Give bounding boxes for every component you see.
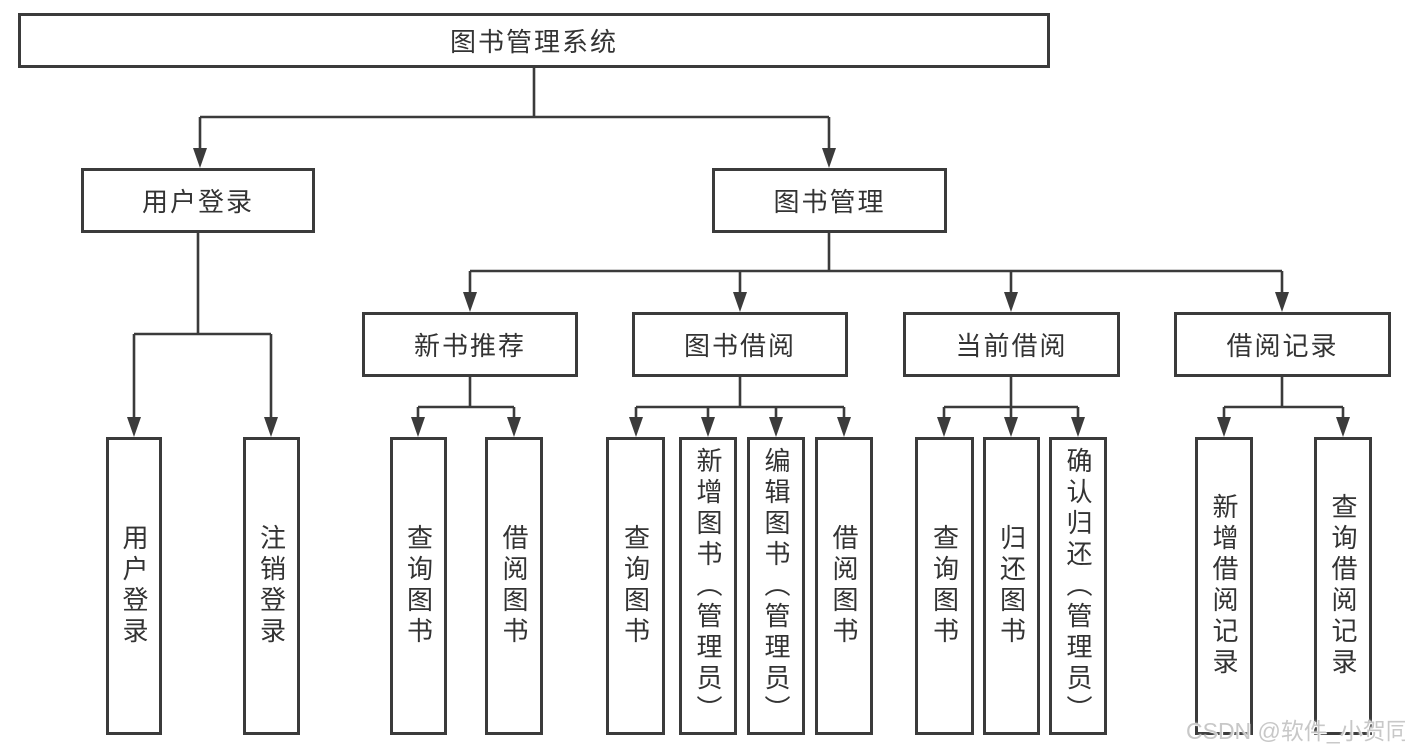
- node-root: 图书管理系统: [18, 13, 1050, 68]
- leaf-edit-books-admin-label: 编辑图书（管理员）: [761, 446, 791, 726]
- node-current-borrowing: 当前借阅: [903, 312, 1120, 377]
- leaf-query-books-1: 查询图书: [390, 437, 447, 735]
- node-root-label: 图书管理系统: [449, 27, 618, 57]
- leaf-add-books-admin: 新增图书（管理员）: [679, 437, 737, 735]
- leaf-borrow-books-2-label: 借阅图书: [829, 524, 859, 648]
- leaf-return-books: 归还图书: [983, 437, 1040, 735]
- leaf-logout-label: 注销登录: [256, 524, 287, 648]
- leaf-user-login-label: 用户登录: [119, 524, 149, 648]
- leaf-add-borrow-record: 新增借阅记录: [1195, 437, 1253, 735]
- connector-current-borrow-branch: [937, 377, 1085, 437]
- leaf-query-books-2: 查询图书: [606, 437, 665, 735]
- leaf-borrow-books-1-label: 借阅图书: [499, 524, 529, 648]
- node-book-borrowing: 图书借阅: [632, 312, 848, 377]
- connector-root-to-level2: [193, 68, 836, 168]
- leaf-confirm-return-admin: 确认归还（管理员）: [1049, 437, 1107, 735]
- connector-book-borrow-branch: [629, 377, 851, 437]
- node-book-management: 图书管理: [712, 168, 947, 233]
- node-borrowing-records-label: 借阅记录: [1226, 331, 1339, 361]
- leaf-query-books-3: 查询图书: [915, 437, 974, 735]
- node-book-management-label: 图书管理: [773, 187, 886, 217]
- leaf-add-books-admin-label: 新增图书（管理员）: [693, 446, 723, 726]
- leaf-borrow-books-1: 借阅图书: [485, 437, 543, 735]
- leaf-return-books-label: 归还图书: [996, 524, 1027, 648]
- leaf-query-books-2-label: 查询图书: [620, 524, 651, 648]
- connector-book-mgmt-to-level3: [463, 233, 1289, 312]
- node-current-borrowing-label: 当前借阅: [955, 331, 1068, 361]
- leaf-add-borrow-record-label: 新增借阅记录: [1209, 493, 1239, 679]
- node-new-book-recommend: 新书推荐: [362, 312, 578, 377]
- node-user-login: 用户登录: [81, 168, 315, 233]
- leaf-query-borrow-record-label: 查询借阅记录: [1328, 493, 1358, 679]
- node-new-book-recommend-label: 新书推荐: [413, 331, 526, 361]
- node-user-login-label: 用户登录: [141, 187, 254, 217]
- leaf-confirm-return-admin-label: 确认归还（管理员）: [1063, 446, 1093, 726]
- leaf-logout: 注销登录: [243, 437, 300, 735]
- leaf-user-login: 用户登录: [106, 437, 162, 735]
- node-book-borrowing-label: 图书借阅: [683, 331, 796, 361]
- node-borrowing-records: 借阅记录: [1174, 312, 1391, 377]
- leaf-query-borrow-record: 查询借阅记录: [1314, 437, 1372, 735]
- connector-user-login-branch: [127, 233, 278, 437]
- csdn-watermark: CSDN @软件_小贺同学: [1186, 718, 1405, 744]
- leaf-query-books-1-label: 查询图书: [403, 524, 434, 648]
- connector-new-book-branch: [411, 377, 521, 437]
- leaf-borrow-books-2: 借阅图书: [815, 437, 873, 735]
- connector-borrow-record-branch: [1217, 377, 1350, 437]
- leaf-edit-books-admin: 编辑图书（管理员）: [747, 437, 805, 735]
- leaf-query-books-3-label: 查询图书: [929, 524, 960, 648]
